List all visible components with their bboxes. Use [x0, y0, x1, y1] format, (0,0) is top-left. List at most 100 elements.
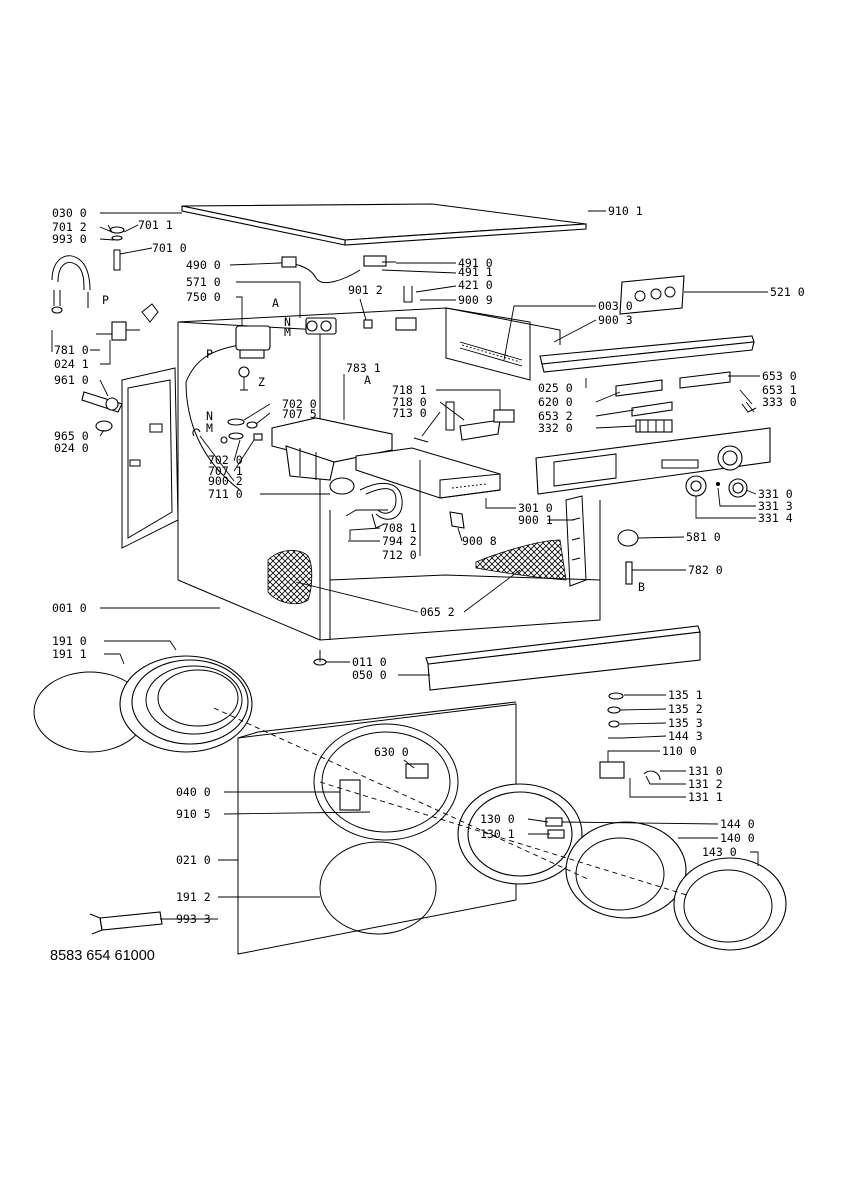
- label-191-1: 191 1: [52, 647, 87, 661]
- label-021-0: 021 0: [176, 853, 211, 867]
- document-number: 8583 654 61000: [50, 948, 155, 964]
- label-011-0: 011 0: [352, 655, 387, 669]
- label-900-1: 900 1: [518, 513, 553, 527]
- label-001-0: 001 0: [52, 601, 87, 615]
- label-331-3: 331 3: [758, 499, 793, 513]
- heater-connector-part: [363, 286, 417, 331]
- part-number-labels: 030 0 701 2 993 0 701 1 701 0 490 0 571 …: [52, 204, 805, 926]
- marker-p-left: P: [102, 293, 109, 307]
- selector-knob-part: [685, 475, 748, 498]
- label-301-0: 301 0: [518, 501, 553, 515]
- label-024-0: 024 0: [54, 441, 89, 455]
- label-781-0: 781 0: [54, 343, 89, 357]
- axis-lines: [213, 707, 691, 897]
- label-490-0: 490 0: [186, 258, 221, 272]
- label-620-0: 620 0: [538, 395, 573, 409]
- label-333-0: 333 0: [762, 395, 797, 409]
- label-701-1: 701 1: [138, 218, 173, 232]
- letter-markers: A A P P Z N M N M B: [102, 293, 645, 594]
- label-421-0: 421 0: [458, 278, 493, 292]
- wiring-harness-part: [277, 255, 396, 283]
- label-331-0: 331 0: [758, 487, 793, 501]
- label-961-0: 961 0: [54, 373, 89, 387]
- clip-part: [449, 511, 465, 529]
- electronic-module-part: [619, 275, 685, 315]
- label-900-9: 900 9: [458, 293, 493, 307]
- label-130-1: 130 1: [480, 827, 515, 841]
- label-782-0: 782 0: [688, 563, 723, 577]
- drain-pump-part: [81, 391, 123, 432]
- label-702-0-upper: 702 0: [282, 397, 317, 411]
- label-653-2: 653 2: [538, 409, 573, 423]
- label-143-0: 143 0: [702, 845, 737, 859]
- marker-a-upper: A: [272, 296, 279, 310]
- label-701-0: 701 0: [152, 241, 187, 255]
- float-switch-part: [413, 401, 515, 443]
- label-024-1: 024 1: [54, 357, 89, 371]
- rear-panel-part: [121, 367, 179, 549]
- label-025-0: 025 0: [538, 381, 573, 395]
- label-901-2: 901 2: [348, 283, 383, 297]
- marker-b: B: [638, 580, 645, 594]
- button-set-part: [615, 371, 757, 433]
- label-131-0: 131 0: [688, 764, 723, 778]
- label-653-1: 653 1: [762, 383, 797, 397]
- side-bracket-part: [565, 495, 639, 587]
- label-713-0: 713 0: [392, 406, 427, 420]
- label-491-0: 491 0: [458, 256, 493, 270]
- label-630-0: 630 0: [374, 745, 409, 759]
- inlet-valve-part: [235, 317, 337, 391]
- front-frame-part: [445, 307, 531, 381]
- marker-m-lower: M: [206, 421, 213, 435]
- hinge-parts: [599, 692, 661, 781]
- label-718-0: 718 0: [392, 395, 427, 409]
- marker-a-lower: A: [364, 373, 371, 387]
- inlet-hose-part: [51, 226, 159, 341]
- marker-m-upper: M: [284, 325, 291, 339]
- label-331-4: 331 4: [758, 511, 793, 525]
- label-491-1: 491 1: [458, 265, 493, 279]
- detergent-dispenser-part: [271, 417, 501, 499]
- insulation-panel-part: [267, 539, 567, 605]
- top-rail-part: [539, 335, 755, 373]
- label-332-0: 332 0: [538, 421, 573, 435]
- label-965-0: 965 0: [54, 429, 89, 443]
- label-030-0: 030 0: [52, 206, 87, 220]
- label-900-3: 900 3: [598, 313, 633, 327]
- label-653-0: 653 0: [762, 369, 797, 383]
- label-040-0: 040 0: [176, 785, 211, 799]
- label-701-2: 701 2: [52, 220, 87, 234]
- label-707-5: 707 5: [282, 407, 317, 421]
- hose-clamps-part: [192, 418, 263, 444]
- spanner-tool-part: [89, 911, 163, 935]
- label-065-2: 065 2: [420, 605, 455, 619]
- label-712-0: 712 0: [382, 548, 417, 562]
- label-993-3: 993 3: [176, 912, 211, 926]
- label-900-2: 900 2: [208, 474, 243, 488]
- leader-lines: [51, 210, 768, 920]
- label-135-1: 135 1: [668, 688, 703, 702]
- label-581-0: 581 0: [686, 530, 721, 544]
- control-panel-part: [535, 427, 771, 495]
- label-131-2: 131 2: [688, 777, 723, 791]
- foot-part: [313, 650, 327, 666]
- label-900-8: 900 8: [462, 534, 497, 548]
- label-711-0: 711 0: [208, 487, 243, 501]
- label-130-0: 130 0: [480, 812, 515, 826]
- kickplate-part: [425, 625, 701, 691]
- label-702-0-lower: 702 0: [208, 453, 243, 467]
- label-050-0: 050 0: [352, 668, 387, 682]
- label-521-0: 521 0: [770, 285, 805, 299]
- label-707-1: 707 1: [208, 464, 243, 478]
- label-131-1: 131 1: [688, 790, 723, 804]
- marker-p-center: P: [206, 347, 213, 361]
- label-191-2: 191 2: [176, 890, 211, 904]
- label-993-0: 993 0: [52, 232, 87, 246]
- label-794-2: 794 2: [382, 534, 417, 548]
- label-144-3: 144 3: [668, 729, 703, 743]
- label-750-0: 750 0: [186, 290, 221, 304]
- label-135-3: 135 3: [668, 716, 703, 730]
- label-191-0: 191 0: [52, 634, 87, 648]
- label-003-0: 003 0: [598, 299, 633, 313]
